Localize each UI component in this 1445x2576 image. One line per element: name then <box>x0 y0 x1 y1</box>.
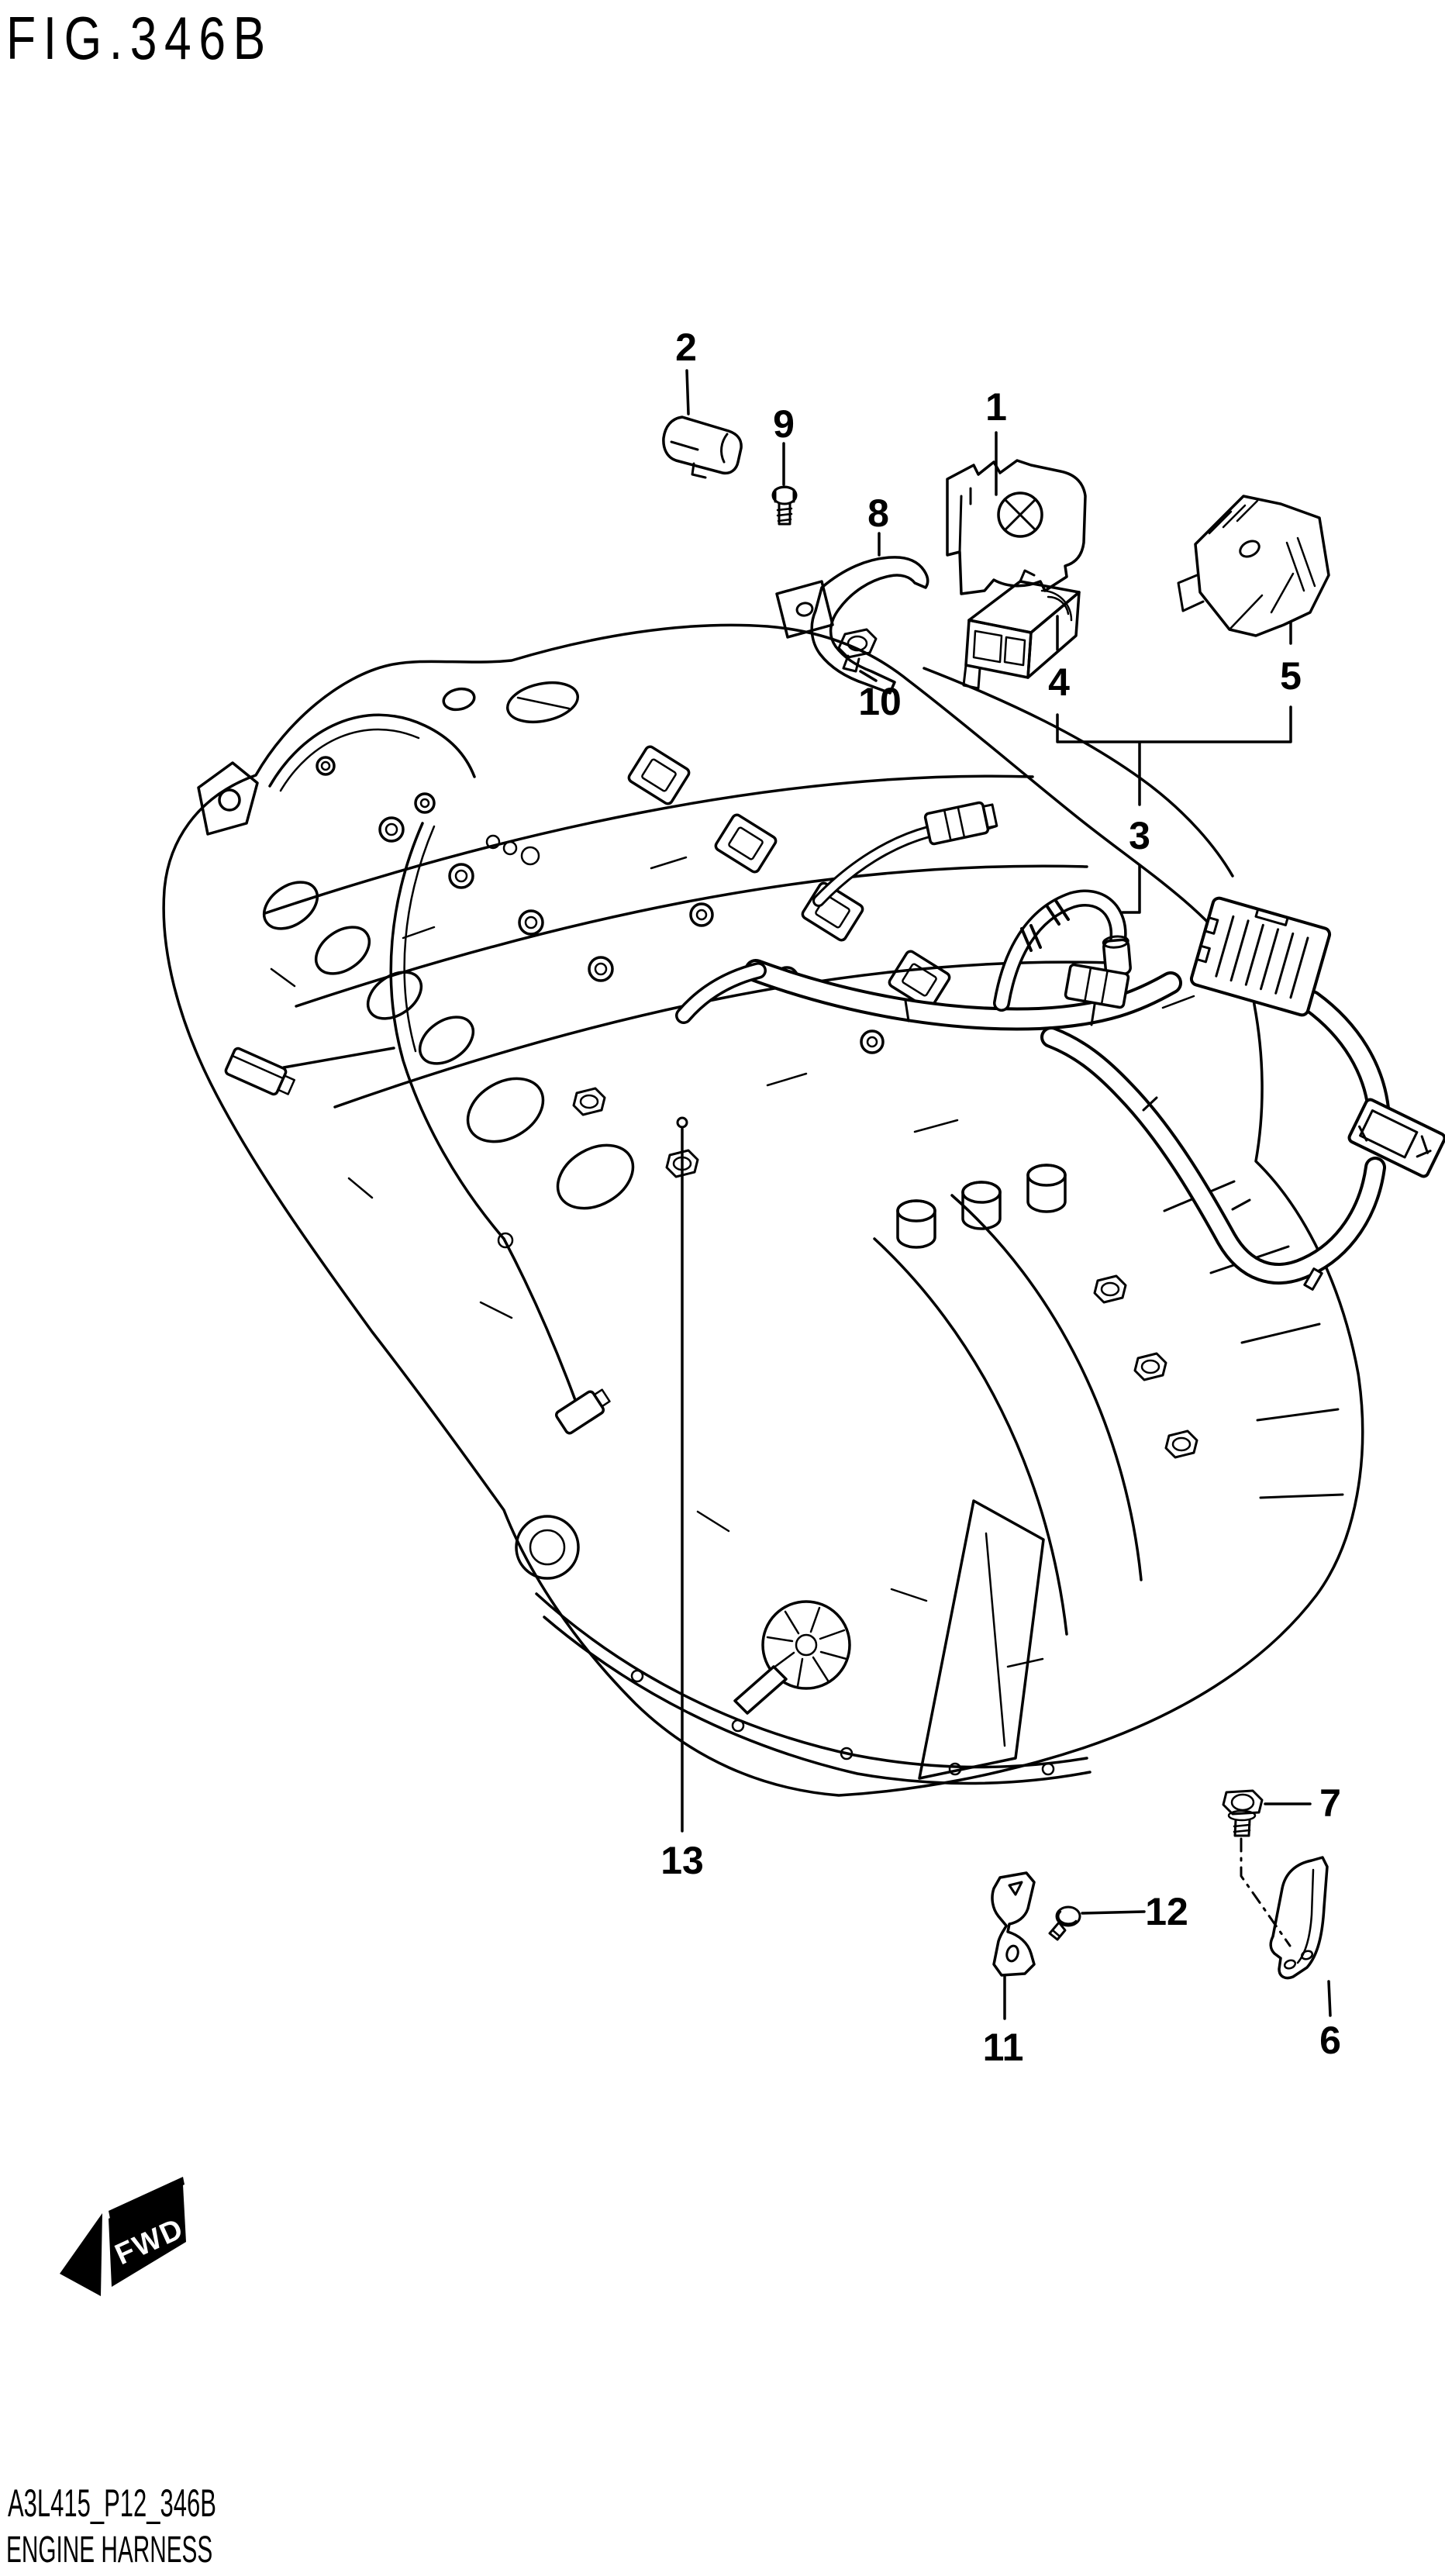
solenoid-caps <box>896 1164 1067 1249</box>
hex-bolts <box>572 1087 1198 1459</box>
callout-4: 4 <box>1048 660 1070 704</box>
callout-13: 13 <box>660 1839 704 1882</box>
leader-2 <box>685 369 690 416</box>
footer-title: ENGINE HARNESS <box>6 2529 213 2571</box>
coil-bosses <box>627 745 951 1010</box>
part-12-bolt <box>1048 1905 1081 1941</box>
harness-pigtail-connector <box>923 801 998 846</box>
part-1-bracket <box>946 459 1087 595</box>
axle-star <box>733 1600 851 1715</box>
callout-12: 12 <box>1145 1890 1188 1933</box>
harness-side-connector <box>1347 1098 1445 1178</box>
part-5-bracket <box>1177 495 1330 637</box>
cover-bolts <box>316 756 885 1054</box>
leader-lines <box>676 369 1332 2020</box>
part-10-bolt <box>837 628 878 673</box>
engine-drawing <box>162 623 1364 1797</box>
callout-5: 5 <box>1280 654 1302 698</box>
part-4-junction-box <box>962 569 1081 690</box>
part-8-bracket <box>775 556 929 695</box>
figure-title: FIG.346B <box>6 4 273 72</box>
callout-2: 2 <box>675 326 697 369</box>
part-11-bracket <box>991 1871 1036 1977</box>
callout-6: 6 <box>1319 2019 1341 2062</box>
callout-1: 1 <box>985 385 1007 429</box>
leader-7-to-6 <box>1240 1837 1292 1947</box>
callout-9: 9 <box>773 402 795 446</box>
callout-3: 3 <box>1129 814 1150 857</box>
leader-6 <box>1327 1980 1332 2017</box>
callout-11: 11 <box>982 2026 1024 2069</box>
harness-main-connector <box>1189 896 1332 1017</box>
leader-12 <box>1081 1910 1146 1915</box>
leader-10 <box>859 670 878 682</box>
callout-7: 7 <box>1319 1781 1341 1825</box>
leader-3-tail <box>1121 864 1141 914</box>
harness-branch-connector <box>1064 935 1132 1009</box>
part-6-bracket <box>1269 1856 1329 1980</box>
fwd-arrow: FWD <box>60 2177 189 2296</box>
part-2-protector <box>662 416 743 479</box>
callout-8: 8 <box>867 491 889 535</box>
engine-harness <box>675 801 1445 1291</box>
part-7-bolt <box>1222 1789 1264 1837</box>
callout-10: 10 <box>858 680 902 723</box>
footer-code: A3L415_P12_346B <box>8 2481 216 2525</box>
part-9-screw <box>771 485 798 526</box>
leader-3-bracket <box>1056 705 1292 806</box>
